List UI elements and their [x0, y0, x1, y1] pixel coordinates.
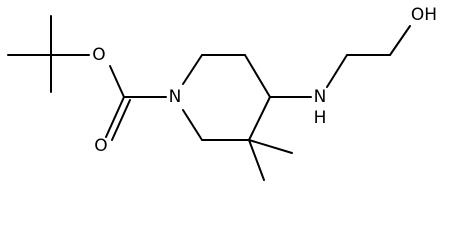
bond-carbonyl-double-b	[111, 99, 131, 141]
bond-n-to-c2	[182, 54, 203, 85]
gem-dimethyl-group	[248, 139, 293, 181]
hydroxyl-label: OH	[411, 5, 437, 25]
carbamate-group	[105, 65, 167, 141]
bond-c6-to-n	[182, 109, 203, 141]
bond-amine-n-to-ch2	[326, 54, 348, 88]
bond-c4-to-c5	[248, 96, 271, 141]
ring-nitrogen-label: N	[169, 87, 182, 107]
amine-hydrogen-label: H	[314, 108, 327, 128]
bond-ch2-to-oh	[389, 25, 411, 56]
bond-c5-to-methyl-right	[248, 139, 293, 154]
bond-ester-o-to-carbonyl-c	[109, 65, 125, 98]
piperidine-ring	[182, 54, 271, 141]
bond-c3-to-c4	[244, 54, 271, 98]
ester-oxygen-label: O	[92, 45, 105, 65]
molecule-structure: O O N N H OH	[7, 5, 437, 181]
carbonyl-oxygen-label: O	[94, 136, 107, 156]
tert-butyl-group	[7, 15, 90, 93]
amine-nitrogen-label: N	[314, 87, 327, 107]
bond-carbonyl-double-a	[105, 96, 125, 138]
hydroxyethylamino-chain	[269, 25, 411, 98]
bond-c5-to-methyl-down	[248, 139, 265, 181]
